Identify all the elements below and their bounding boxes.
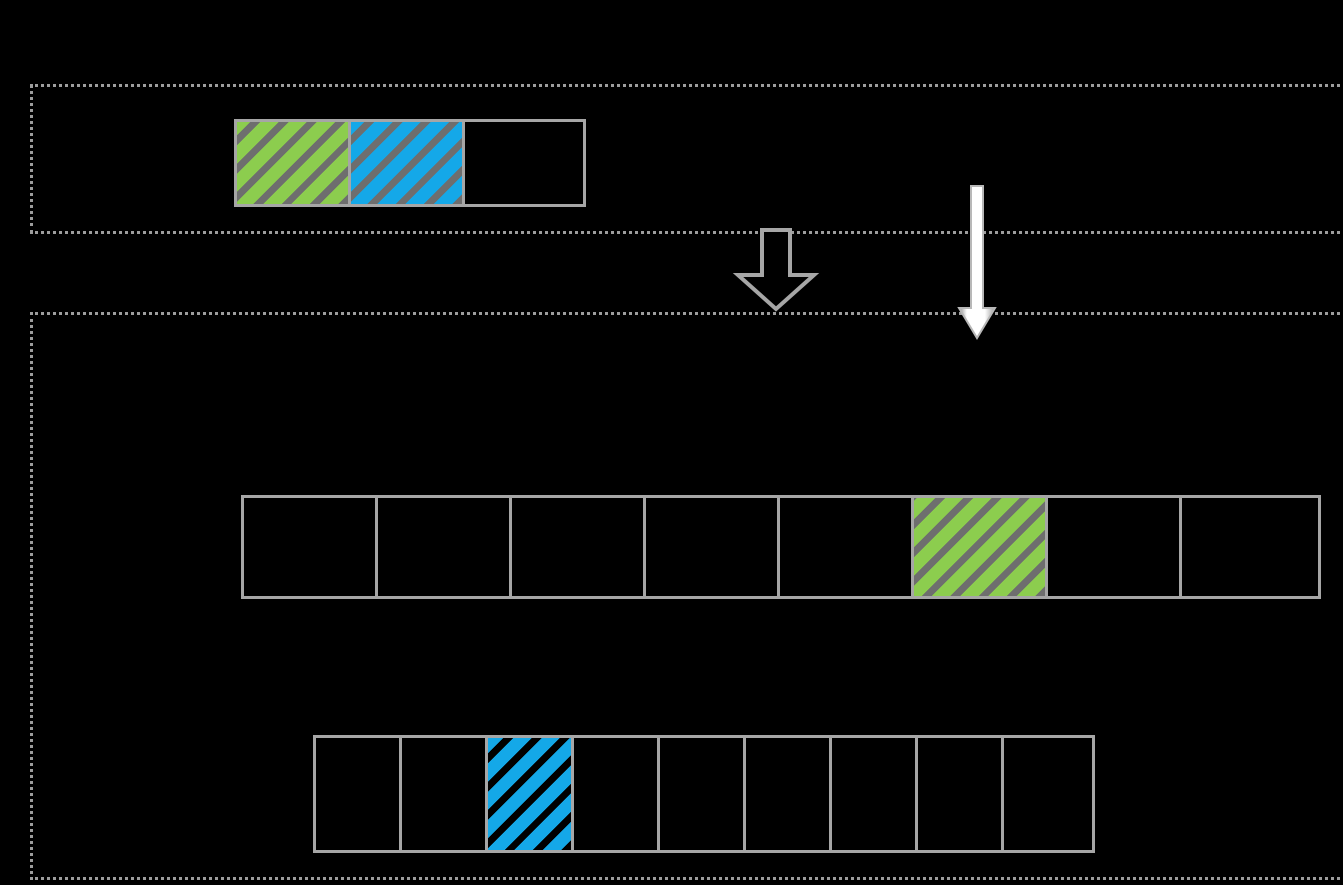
source-cell-1[interactable] bbox=[351, 122, 465, 204]
secondary-cell-7[interactable] bbox=[918, 738, 1004, 850]
secondary-cell-6[interactable] bbox=[832, 738, 918, 850]
secondary-cell-0[interactable] bbox=[316, 738, 402, 850]
secondary-cell-1[interactable] bbox=[402, 738, 488, 850]
source-region-container bbox=[30, 84, 1343, 234]
secondary-cell-3[interactable] bbox=[574, 738, 660, 850]
hollow-down-arrow-shape bbox=[732, 228, 820, 312]
source-cell-2[interactable] bbox=[465, 122, 583, 204]
solid-down-arrow-shape bbox=[957, 185, 997, 340]
primary-cell-0[interactable] bbox=[244, 498, 378, 596]
secondary-cell-5[interactable] bbox=[746, 738, 832, 850]
target-region-container bbox=[30, 312, 1343, 880]
primary-cell-5[interactable] bbox=[914, 498, 1048, 596]
source-cell-0[interactable] bbox=[237, 122, 351, 204]
secondary-cell-row bbox=[313, 735, 1095, 853]
primary-cell-7[interactable] bbox=[1182, 498, 1318, 596]
secondary-cell-8[interactable] bbox=[1004, 738, 1092, 850]
solid-down-arrow-icon bbox=[957, 185, 997, 340]
primary-cell-2[interactable] bbox=[512, 498, 646, 596]
primary-cell-1[interactable] bbox=[378, 498, 512, 596]
source-cell-row bbox=[234, 119, 586, 207]
secondary-cell-4[interactable] bbox=[660, 738, 746, 850]
primary-cell-6[interactable] bbox=[1048, 498, 1182, 596]
primary-cell-3[interactable] bbox=[646, 498, 780, 596]
primary-cell-4[interactable] bbox=[780, 498, 914, 596]
primary-cell-row bbox=[241, 495, 1321, 599]
secondary-cell-2[interactable] bbox=[488, 738, 574, 850]
hollow-down-arrow-icon bbox=[732, 228, 820, 312]
